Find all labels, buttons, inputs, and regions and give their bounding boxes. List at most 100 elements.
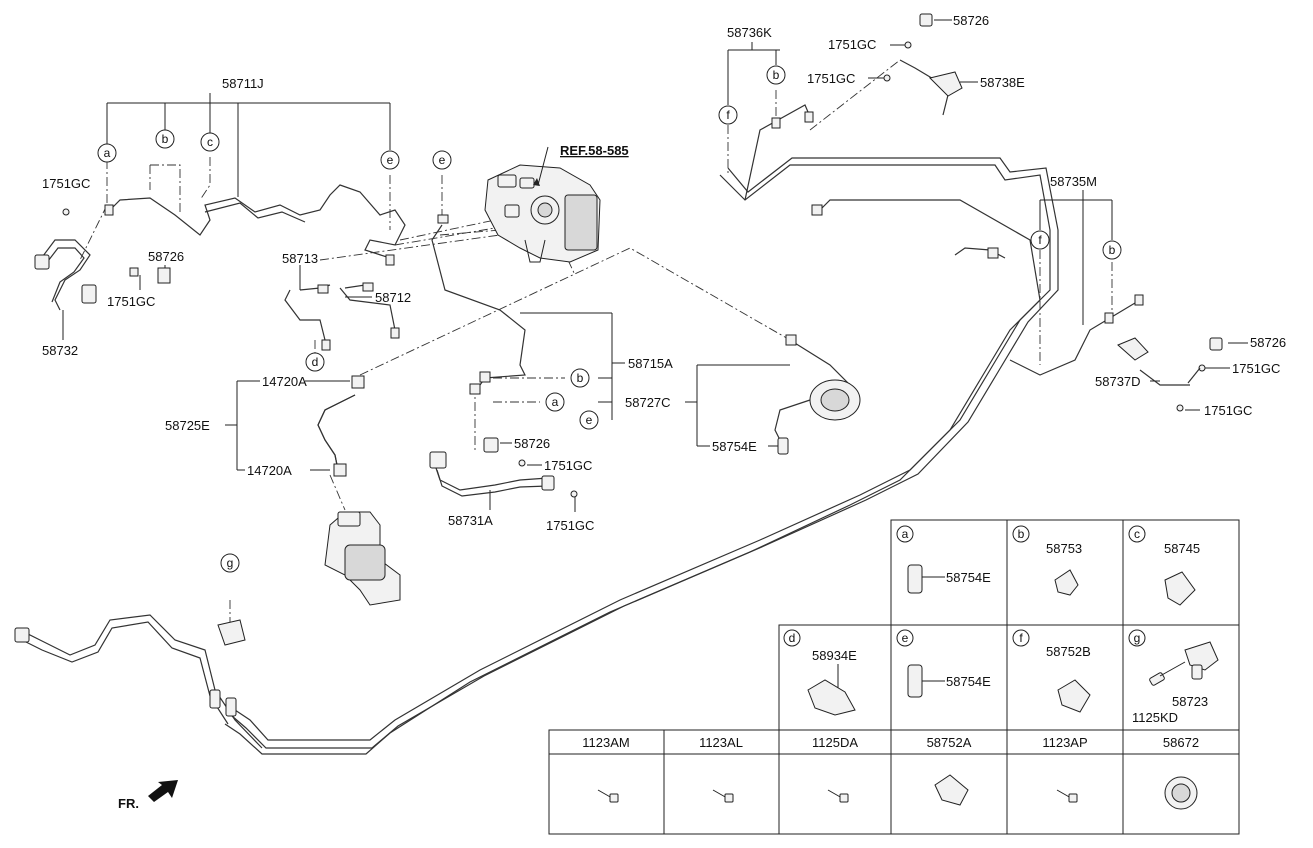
- bolt-1125da-icon: [827, 789, 849, 803]
- svg-text:e: e: [387, 153, 394, 167]
- svg-text:e: e: [902, 631, 909, 645]
- svg-text:e: e: [439, 153, 446, 167]
- callout-d1: d: [305, 352, 325, 372]
- svg-text:b: b: [1109, 243, 1116, 257]
- label-58726-right: 58726: [1250, 335, 1286, 350]
- svg-text:e: e: [586, 413, 593, 427]
- label-1751GC-left1: 1751GC: [42, 176, 90, 191]
- hose-clamp-lower: [333, 463, 347, 477]
- callout-e2: e: [432, 150, 452, 170]
- legend-cell-a: a 58754E: [896, 525, 991, 594]
- grommet-58672-icon: [1164, 776, 1198, 810]
- svg-text:1125DA: 1125DA: [812, 735, 858, 750]
- callout-b4: b: [570, 368, 590, 388]
- callout-f1: f: [718, 105, 738, 125]
- callout-b1: b: [155, 129, 175, 149]
- svg-text:b: b: [1018, 527, 1025, 541]
- label-1751GC-right1: 1751GC: [1232, 361, 1280, 376]
- front-bracket-g: [14, 619, 246, 717]
- rear-right-hose-58727c: [774, 339, 861, 455]
- callout-b3: b: [1102, 240, 1122, 260]
- label-58732: 58732: [42, 343, 78, 358]
- callout-f2: f: [1030, 230, 1050, 250]
- rear-right-hose-58737d: [1117, 337, 1223, 412]
- callout-c1: c: [200, 132, 220, 152]
- svg-text:f: f: [1038, 233, 1042, 247]
- hecu-modulator: [484, 146, 601, 263]
- svg-text:58934E: 58934E: [812, 648, 857, 663]
- svg-text:a: a: [104, 146, 111, 160]
- svg-text:1123AP: 1123AP: [1042, 735, 1087, 750]
- main-brake-pipes: [19, 157, 1190, 755]
- svg-text:58753: 58753: [1046, 541, 1082, 556]
- svg-text:c: c: [1134, 527, 1140, 541]
- label-14720A-bottom: 14720A: [247, 463, 292, 478]
- legend-cell-d: d 58934E: [783, 629, 857, 716]
- svg-text:b: b: [773, 68, 780, 82]
- svg-text:b: b: [577, 371, 584, 385]
- callout-a2: a: [545, 392, 565, 412]
- svg-text:c: c: [207, 135, 213, 149]
- legend-cell-e: e 58754E: [896, 629, 991, 698]
- svg-text:58752B: 58752B: [1046, 644, 1091, 659]
- hose-58725e: [317, 394, 356, 471]
- label-58738E: 58738E: [980, 75, 1025, 90]
- svg-text:58723: 58723: [1172, 694, 1208, 709]
- label-58715A: 58715A: [628, 356, 673, 371]
- label-ref: REF.58-585: [560, 143, 629, 158]
- label-1751GC-center2: 1751GC: [546, 518, 594, 533]
- svg-text:58754E: 58754E: [946, 570, 991, 585]
- label-1751GC-left2: 1751GC: [107, 294, 155, 309]
- svg-text:58754E: 58754E: [946, 674, 991, 689]
- front-direction-indicator: FR.: [118, 780, 178, 811]
- pipe-58715a: [431, 224, 526, 393]
- rear-right-hose-58738e: [744, 13, 963, 201]
- label-58735M: 58735M: [1050, 174, 1097, 189]
- bolt-1123ap-icon: [1056, 789, 1078, 803]
- hardware-headers: 1123AM 1123AL 1125DA 58752A 1123AP 58672: [582, 735, 1199, 750]
- svg-text:f: f: [726, 108, 730, 122]
- label-58736K: 58736K: [727, 25, 772, 40]
- legend-cell-b: b 58753: [1012, 525, 1082, 596]
- callout-b2: b: [766, 65, 786, 85]
- svg-text:FR.: FR.: [118, 796, 139, 811]
- front-left-brake-hose: [34, 208, 171, 311]
- label-58726-center: 58726: [514, 436, 550, 451]
- small-pipe-fittings: [104, 111, 1144, 395]
- label-58727C: 58727C: [625, 395, 671, 410]
- legend-cell-g: g 58723 1125KD: [1128, 629, 1219, 725]
- svg-text:a: a: [902, 527, 909, 541]
- svg-text:f: f: [1019, 631, 1023, 645]
- label-1751GC-top1: 1751GC: [828, 37, 876, 52]
- label-1751GC-right2: 1751GC: [1204, 403, 1252, 418]
- label-58737D: 58737D: [1095, 374, 1141, 389]
- callout-e3: e: [579, 410, 599, 430]
- svg-text:b: b: [162, 132, 169, 146]
- label-14720A-top: 14720A: [262, 374, 307, 389]
- svg-text:d: d: [312, 355, 319, 369]
- legend-table: [548, 519, 1240, 835]
- svg-text:g: g: [227, 556, 234, 570]
- hose-clamp-upper: [351, 375, 365, 389]
- callout-g1: g: [220, 553, 240, 573]
- leader-lines: [62, 19, 1248, 512]
- label-58713: 58713: [282, 251, 318, 266]
- svg-text:1125KD: 1125KD: [1132, 710, 1178, 725]
- svg-text:g: g: [1134, 631, 1141, 645]
- callout-e1: e: [380, 150, 400, 170]
- rear-left-brake-hose: [429, 437, 578, 498]
- label-58712: 58712: [375, 290, 411, 305]
- svg-text:1123AL: 1123AL: [699, 735, 743, 750]
- label-58754E-center: 58754E: [712, 439, 757, 454]
- legend-cell-c: c 58745: [1128, 525, 1200, 606]
- label-58726-left: 58726: [148, 249, 184, 264]
- dash-dot-lines: [79, 59, 1113, 622]
- label-58731A: 58731A: [448, 513, 493, 528]
- label-1751GC-top2: 1751GC: [807, 71, 855, 86]
- label-58711J: 58711J: [222, 76, 264, 91]
- callout-a1: a: [97, 143, 117, 163]
- svg-text:1123AM: 1123AM: [582, 735, 629, 750]
- label-58725E: 58725E: [165, 418, 210, 433]
- svg-text:58672: 58672: [1163, 735, 1199, 750]
